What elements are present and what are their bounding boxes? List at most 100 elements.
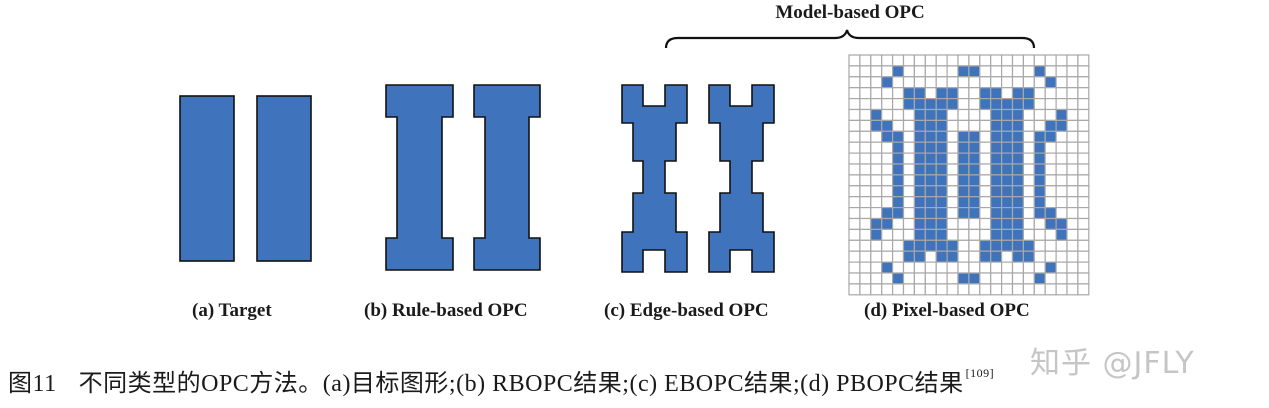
grid-pixel-empty [1022, 54, 1035, 67]
grid-pixel-empty [891, 54, 905, 67]
grid-pixel-empty [848, 76, 861, 89]
grid-pixel-filled [881, 76, 894, 89]
grid-pixel-empty [870, 76, 883, 89]
grid-pixel-empty [1000, 283, 1014, 296]
grid-pixel-empty [924, 76, 937, 89]
grid-pixel-empty [1000, 54, 1014, 67]
grid-pixel-empty [1000, 250, 1014, 263]
grid-pixel-empty [990, 272, 1003, 285]
grid-pixel-filled [1011, 250, 1024, 263]
grid-pixel-empty [957, 76, 970, 89]
grid-pixel-empty [935, 261, 948, 274]
grid-pixel-filled [1011, 239, 1024, 252]
grid-pixel-empty [913, 272, 926, 285]
grid-pixel-empty [946, 76, 959, 89]
grid-pixel-empty [1066, 239, 1079, 252]
grid-pixel-filled [924, 217, 937, 230]
grid-pixel-empty [848, 174, 861, 187]
grid-pixel-filled [924, 130, 937, 143]
grid-pixel-empty [946, 174, 959, 187]
grid-pixel-filled [881, 217, 894, 230]
grid-pixel-empty [902, 163, 915, 176]
figure: Model-based OPC (a) Target (b) Rule-base… [179, 2, 1090, 321]
grid-pixel-filled [1055, 217, 1068, 230]
grid-pixel-empty [924, 250, 937, 263]
grid-pixel-empty [990, 54, 1003, 67]
grid-pixel-empty [1077, 250, 1090, 263]
grid-pixel-empty [1055, 152, 1068, 165]
grid-pixel-empty [946, 152, 959, 165]
grid-pixel-empty [870, 130, 883, 143]
grid-pixel-filled [913, 152, 926, 165]
grid-pixel-filled [935, 239, 948, 252]
grid-pixel-empty [859, 228, 872, 241]
grid-pixel-filled [913, 141, 926, 154]
grid-pixel-empty [1055, 65, 1068, 78]
grid-pixel-empty [1000, 65, 1014, 78]
grid-pixel-filled [1011, 119, 1024, 132]
grid-pixel-empty [968, 87, 981, 100]
grid-pixel-filled [1055, 228, 1068, 241]
grid-pixel-empty [957, 283, 970, 296]
grid-pixel-empty [870, 261, 883, 274]
grid-pixel-filled [1000, 97, 1014, 111]
grid-pixel-filled [968, 163, 981, 176]
grid-pixel-empty [935, 272, 948, 285]
grid-pixel-empty [1044, 196, 1057, 209]
grid-pixel-empty [1022, 261, 1035, 274]
grid-pixel-empty [979, 163, 992, 176]
grid-pixel-filled [990, 250, 1003, 263]
grid-pixel-filled [935, 217, 948, 230]
grid-pixel-empty [913, 76, 926, 89]
grid-pixel-filled [891, 185, 905, 198]
grid-pixel-empty [1022, 108, 1035, 121]
grid-pixel-filled [957, 163, 970, 176]
grid-pixel-empty [1066, 196, 1079, 209]
grid-pixel-filled [968, 207, 981, 220]
grid-pixel-empty [859, 250, 872, 263]
grid-pixel-empty [957, 228, 970, 241]
grid-pixel-empty [891, 283, 905, 296]
grid-pixel-empty [968, 283, 981, 296]
grid-pixel-empty [1066, 141, 1079, 154]
grid-pixel-empty [1022, 185, 1035, 198]
grid-pixel-empty [957, 217, 970, 230]
grid-pixel-empty [1022, 217, 1035, 230]
edge-based-shape-left [621, 84, 688, 273]
grid-pixel-empty [1022, 119, 1035, 132]
grid-pixel-empty [957, 119, 970, 132]
grid-pixel-filled [913, 228, 926, 241]
grid-pixel-filled [924, 141, 937, 154]
panel-c-edge-based-shapes [621, 84, 775, 273]
grid-pixel-filled [935, 185, 948, 198]
grid-pixel-empty [848, 87, 861, 100]
grid-pixel-empty [1022, 163, 1035, 176]
grid-pixel-empty [848, 272, 861, 285]
grid-pixel-empty [859, 239, 872, 252]
grid-pixel-empty [979, 54, 992, 67]
grid-pixel-empty [870, 207, 883, 220]
grid-pixel-empty [1055, 97, 1068, 111]
grid-pixel-filled [1000, 108, 1014, 121]
grid-pixel-empty [946, 272, 959, 285]
grid-pixel-empty [859, 185, 872, 198]
grid-pixel-filled [935, 87, 948, 100]
grid-pixel-filled [935, 152, 948, 165]
grid-pixel-empty [1066, 228, 1079, 241]
grid-pixel-empty [946, 119, 959, 132]
panel-b-rule-based-shapes [385, 84, 541, 271]
grid-pixel-empty [859, 174, 872, 187]
grid-pixel-filled [1011, 130, 1024, 143]
grid-pixel-empty [946, 283, 959, 296]
grid-pixel-filled [924, 185, 937, 198]
grid-pixel-empty [990, 76, 1003, 89]
grid-pixel-filled [1000, 141, 1014, 154]
grid-pixel-empty [935, 283, 948, 296]
grid-pixel-filled [1011, 185, 1024, 198]
grid-pixel-filled [1000, 207, 1014, 220]
grid-pixel-filled [913, 163, 926, 176]
grid-pixel-empty [1011, 261, 1024, 274]
grid-pixel-empty [1000, 272, 1014, 285]
grid-pixel-filled [1044, 207, 1057, 220]
grid-pixel-empty [1044, 97, 1057, 111]
